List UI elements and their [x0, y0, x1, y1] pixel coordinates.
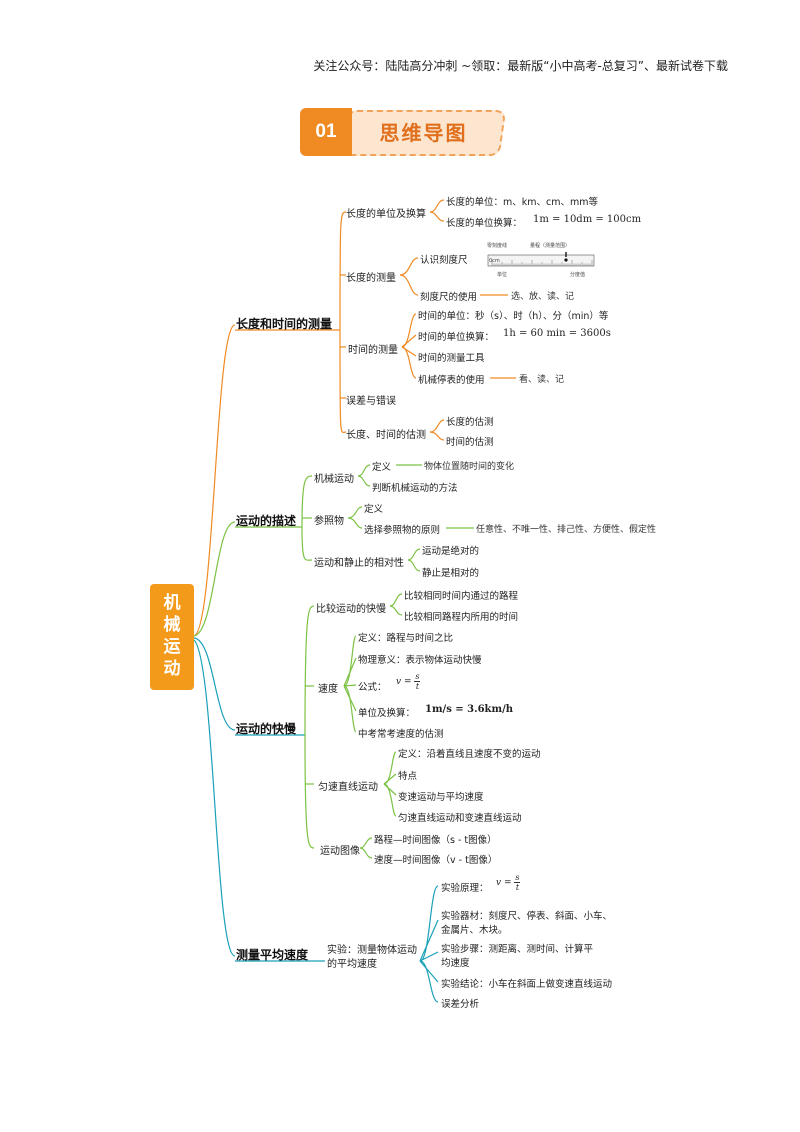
- leaf-velocity-units: 单位及换算：: [358, 708, 416, 719]
- node-reference-frame: 参照物: [314, 516, 344, 527]
- node-experiment-line1: 实验：测量物体运动: [327, 945, 417, 956]
- leaf-experiment-error: 误差分析: [441, 999, 480, 1010]
- leaf-st-graph: 路程—时间图像（s - t图像）: [374, 835, 497, 846]
- leaf-motion-def: 定义: [372, 462, 392, 473]
- leaf-velocity-estimate: 中考常考速度的估测: [358, 729, 444, 740]
- leaf-velocity-formula-label: 公式：: [358, 682, 387, 693]
- branch-speed: 运动的快慢: [236, 722, 297, 736]
- leaf-uniform-vs-variable: 匀速直线运动和变速直线运动: [398, 813, 522, 824]
- leaf-reference-principle-detail: 任意性、不唯一性、排己性、方便性、假定性: [476, 525, 657, 535]
- node-length-unit: 长度的单位及换算: [346, 209, 426, 220]
- node-length-measure: 长度的测量: [346, 273, 396, 284]
- leaf-motion-absolute: 运动是绝对的: [422, 546, 480, 557]
- leaf-motion-def-detail: 物体位置随时间的变化: [424, 462, 515, 472]
- ruler-illustration: [487, 252, 595, 267]
- velocity-formula-den: t: [415, 682, 420, 691]
- length-conversion-formula: 1m = 10dm = 100cm: [533, 214, 642, 225]
- leaf-reference-def: 定义: [364, 504, 384, 515]
- branch-motion-description: 运动的描述: [236, 514, 297, 528]
- leaf-stopwatch-use: 机械停表的使用: [418, 375, 485, 386]
- node-estimate: 长度、时间的估测: [346, 430, 426, 441]
- leaf-vt-graph: 速度—时间图像（v - t图像）: [374, 855, 498, 866]
- ruler-zero-label: 零刻度线: [487, 243, 508, 249]
- header-text: 关注公众号：陆陆高分冲刺 ~领取：最新版“小中高考-总复习”、最新试卷下载: [313, 59, 728, 73]
- leaf-ruler-steps: 选、放、读、记: [511, 292, 575, 302]
- ruler-unit-caption: 单位: [497, 272, 508, 278]
- leaf-velocity-meaning: 物理意义：表示物体运动快慢: [358, 655, 482, 666]
- leaf-variable-avg-speed: 变速运动与平均速度: [398, 792, 484, 803]
- leaf-time-estimate: 时间的估测: [446, 437, 494, 448]
- velocity-formula-num: s: [414, 672, 421, 682]
- leaf-length-estimate: 长度的估测: [446, 417, 494, 428]
- leaf-stopwatch-steps: 看、读、记: [519, 375, 565, 385]
- leaf-time-tools: 时间的测量工具: [418, 353, 485, 364]
- leaf-velocity-def: 定义：路程与时间之比: [358, 633, 454, 644]
- experiment-formula-num: s: [514, 873, 521, 883]
- node-uniform-motion: 匀速直线运动: [318, 782, 378, 793]
- ruler-range-label: 量程（测量范围）: [530, 243, 571, 249]
- leaf-time-conversion: 时间的单位换算：: [418, 332, 495, 343]
- branch-length-time: 长度和时间的测量: [236, 317, 333, 331]
- root-label: 机械运动: [163, 593, 181, 679]
- leaf-experiment-principle: 实验原理：: [441, 883, 489, 894]
- leaf-same-time: 比较相同时间内通过的路程: [404, 591, 519, 602]
- branch-average-speed: 测量平均速度: [236, 948, 309, 962]
- node-velocity: 速度: [318, 684, 338, 695]
- leaf-ruler-use: 刻度尺的使用: [420, 292, 478, 303]
- leaf-experiment-conclusion: 实验结论：小车在斜面上做变速直线运动: [441, 979, 613, 990]
- velocity-unit-formula: 1m/s = 3.6km/h: [425, 704, 513, 715]
- leaf-motion-judge: 判断机械运动的方法: [372, 483, 458, 494]
- node-error: 误差与错误: [346, 396, 396, 407]
- velocity-formula-lhs: v =: [396, 677, 412, 687]
- leaf-same-distance: 比较相同路程内所用的时间: [404, 612, 519, 623]
- root-node: 机械运动: [150, 584, 194, 690]
- section-badge: 思维导图 01: [300, 108, 507, 156]
- node-relativity: 运动和静止的相对性: [314, 558, 404, 569]
- experiment-formula-lhs: v =: [496, 878, 512, 888]
- leaf-length-units: 长度的单位：m、km、cm、mm等: [446, 197, 598, 208]
- leaf-reference-principle: 选择参照物的原则: [364, 525, 441, 536]
- leaf-uniform-def: 定义：沿着直线且速度不变的运动: [398, 749, 541, 760]
- node-compare-speed: 比较运动的快慢: [316, 604, 386, 615]
- leaf-experiment-equipment-2: 金属片、木块。: [441, 925, 508, 936]
- node-motion-graphs: 运动图像: [320, 846, 360, 857]
- leaf-time-units: 时间的单位：秒（s）、时（h）、分（min）等: [418, 311, 609, 322]
- leaf-experiment-equipment-1: 实验器材：刻度尺、停表、斜面、小车、: [441, 911, 613, 922]
- leaf-uniform-features: 特点: [398, 771, 418, 782]
- leaf-know-ruler: 认识刻度尺: [420, 255, 468, 266]
- experiment-formula-den: t: [515, 883, 520, 892]
- leaf-experiment-steps-1: 实验步骤：测距离、测时间、计算平: [441, 944, 594, 955]
- leaf-experiment-steps-2: 均速度: [441, 958, 470, 969]
- node-time-measure: 时间的测量: [348, 345, 398, 356]
- ruler-unit-label: 0cm: [489, 258, 500, 264]
- node-mechanical-motion: 机械运动: [314, 474, 354, 485]
- leaf-length-conversion: 长度的单位换算：: [446, 218, 523, 229]
- ruler-division-label: 分度值: [570, 272, 586, 278]
- node-experiment-line2: 的平均速度: [327, 959, 377, 970]
- section-number: 01: [300, 108, 352, 156]
- time-conversion-formula: 1h = 60 min = 3600s: [503, 328, 611, 339]
- leaf-rest-relative: 静止是相对的: [422, 568, 480, 579]
